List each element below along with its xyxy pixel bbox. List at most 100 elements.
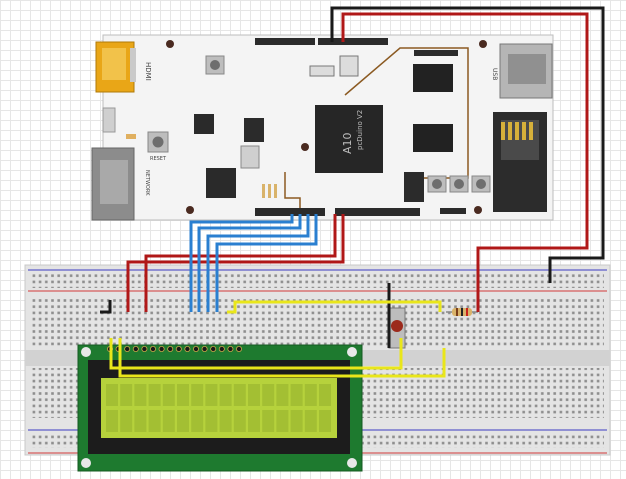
icsp-header-icon — [404, 172, 424, 202]
lcd-screen — [101, 378, 337, 438]
user-button-icon — [205, 55, 225, 75]
lcd-character-cell — [319, 410, 331, 432]
board-name-label: pcDuino V2 — [356, 110, 364, 150]
bottom-header-left — [255, 208, 325, 216]
reset-label: RESET — [150, 156, 167, 162]
power-wire — [144, 214, 337, 312]
ram-chip-icon — [413, 64, 453, 92]
lcd-pin — [158, 345, 165, 352]
lcd-pin — [210, 345, 217, 352]
led-icon — [126, 134, 136, 139]
lcd-pin — [124, 345, 131, 352]
sd-card-slot-icon — [493, 112, 547, 212]
data-wire — [206, 214, 310, 312]
pcduino-board: HDMI NETWORK RESET — [91, 34, 554, 221]
lcd-character-cell — [148, 384, 161, 406]
top-header-left — [255, 38, 315, 45]
ram-chip-icon — [413, 124, 453, 152]
lcd-character-cell — [233, 410, 246, 432]
lcd-character-cell — [134, 410, 147, 432]
lcd-character-cell — [191, 410, 204, 432]
top-header-right — [318, 38, 388, 45]
resistor-icon — [446, 308, 478, 316]
lcd-pin — [141, 345, 148, 352]
usb-label: USB — [491, 68, 498, 80]
lcd-character-cell — [276, 410, 289, 432]
lcd-character-cell — [262, 410, 275, 432]
header-pins-icon — [244, 118, 264, 142]
lcd-pin — [175, 345, 182, 352]
antenna-trace — [284, 172, 301, 210]
small-chip-icon — [194, 114, 214, 134]
lcd-character-cell — [177, 384, 189, 406]
power-wire — [126, 214, 345, 312]
small-chip-icon — [206, 168, 236, 198]
lcd-character-cell — [290, 410, 303, 432]
lcd-character-cell — [205, 384, 218, 406]
lcd-character-cell — [304, 384, 317, 406]
wires — [100, 6, 605, 378]
data-wire — [197, 214, 302, 312]
lcd-character-cell — [177, 410, 189, 432]
lcd-character-cell — [304, 410, 317, 432]
data-wire — [189, 214, 294, 312]
cpu-brand-label: A10 — [341, 132, 354, 154]
small-chip-icon — [309, 65, 335, 77]
top-header-pins — [414, 50, 458, 56]
ethernet-port-icon — [91, 147, 135, 221]
lcd-character-cell — [162, 384, 175, 406]
signal-wire — [227, 300, 442, 314]
lcd-character-cell — [205, 410, 218, 432]
bottom-header-right — [335, 208, 420, 216]
lcd-character-cell — [106, 384, 118, 406]
ground-wire — [330, 6, 605, 283]
lcd-character-cell — [191, 384, 204, 406]
lcd-character-cell — [219, 410, 232, 432]
lcd-character-cell — [248, 384, 260, 406]
micro-usb-port-icon — [102, 107, 116, 133]
power-header — [440, 208, 466, 214]
ground-wire — [100, 300, 112, 314]
lcd-character-cell — [276, 384, 289, 406]
lcd-pin — [167, 345, 174, 352]
lcd-character-cell — [262, 384, 275, 406]
lcd-pin — [192, 345, 199, 352]
lcd-pin — [218, 345, 225, 352]
data-wire — [215, 214, 318, 312]
lcd-character-cell — [120, 384, 133, 406]
lcd-pin-header — [107, 345, 242, 352]
lcd-character-cell — [162, 410, 175, 432]
lcd-character-cell — [233, 384, 246, 406]
lcd-character-cell — [148, 410, 161, 432]
power-wire — [341, 12, 589, 312]
lcd-character-cell — [248, 410, 260, 432]
lcd-character-cell — [290, 384, 303, 406]
lcd-character-cell — [134, 384, 147, 406]
lcd-module — [77, 344, 363, 472]
lcd-character-cell — [319, 384, 331, 406]
antenna-trace — [344, 47, 469, 179]
hdmi-port-icon — [95, 41, 136, 93]
usb-port-icon — [499, 43, 553, 99]
lcd-pin — [184, 345, 191, 352]
hdmi-label: HDMI — [144, 62, 152, 81]
signal-wire — [109, 338, 403, 370]
lcd-pin — [149, 345, 156, 352]
cpu-chip: A10 pcDuino V2 — [315, 105, 383, 173]
lcd-pin — [132, 345, 139, 352]
crystal-icon — [240, 145, 260, 169]
lcd-character-cell — [219, 384, 232, 406]
reset-button-icon — [147, 131, 169, 153]
network-label: NETWORK — [144, 170, 150, 196]
lcd-pin — [235, 345, 242, 352]
lcd-character-cells — [106, 384, 331, 432]
lcd-character-cell — [106, 410, 118, 432]
lcd-pin — [201, 345, 208, 352]
push-button-icon — [388, 307, 406, 349]
lcd-pin — [227, 345, 234, 352]
signal-wire — [118, 338, 446, 378]
small-chip-icon — [339, 55, 359, 77]
lcd-character-cell — [120, 410, 133, 432]
onboard-resistors-icon — [262, 184, 277, 198]
